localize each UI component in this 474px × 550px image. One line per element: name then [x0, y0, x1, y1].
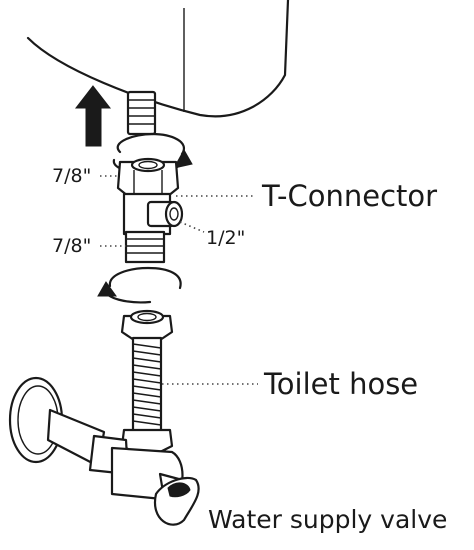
water-supply-valve-label: Water supply valve	[208, 505, 447, 534]
bottom-thread-size-label: 7/8"	[52, 235, 91, 257]
t-connector	[116, 157, 184, 264]
toilet-hose-label: Toilet hose	[263, 367, 418, 401]
tank-inlet-thread	[126, 90, 157, 136]
up-arrow-icon	[74, 85, 112, 147]
t-connector-label: T-Connector	[261, 179, 437, 213]
top-thread-size-label: 7/8"	[52, 165, 91, 187]
side-outlet-size-label: 1/2"	[206, 227, 245, 249]
water-supply-valve	[8, 376, 200, 526]
toilet-hose	[120, 309, 174, 454]
leader-side-size	[179, 221, 205, 233]
rotate-arrow-icon	[97, 266, 182, 304]
toilet-tank	[12, 0, 290, 118]
